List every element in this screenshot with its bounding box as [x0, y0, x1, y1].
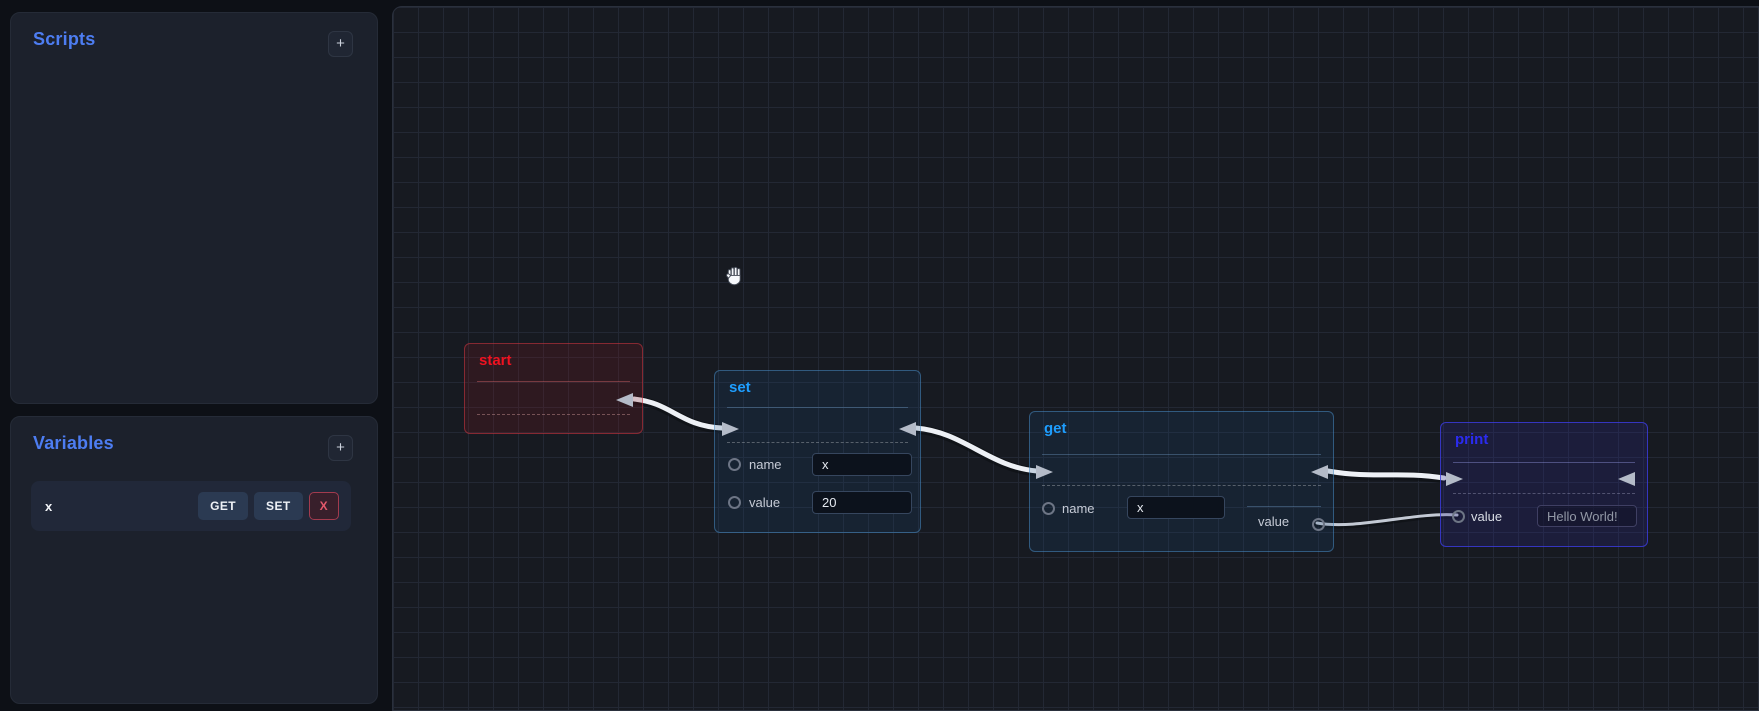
- variable-get-button[interactable]: GET: [198, 492, 249, 520]
- flow-divider: [477, 414, 630, 415]
- node-print-title: print: [1455, 431, 1489, 448]
- flow-in-arrow-icon[interactable]: [1446, 472, 1463, 486]
- wire-get-value-to-print-value: [1315, 513, 1459, 527]
- name-field-label: name: [1062, 501, 1095, 516]
- node-set[interactable]: set name value: [714, 370, 921, 533]
- output-divider: [1247, 506, 1321, 507]
- flow-divider: [727, 442, 908, 443]
- name-field-label: name: [749, 457, 782, 472]
- scripts-title: Scripts: [33, 29, 96, 49]
- name-field-input[interactable]: [812, 453, 912, 476]
- add-variable-button[interactable]: +: [328, 435, 353, 461]
- scripts-panel: Scripts +: [10, 12, 378, 404]
- flow-divider: [1453, 493, 1635, 494]
- variable-actions: GET SET X: [198, 492, 339, 520]
- variables-panel: Variables + x GET SET X: [10, 416, 378, 704]
- value-output-label: value: [1258, 514, 1290, 529]
- value-field-label: value: [749, 495, 781, 510]
- node-start-title: start: [479, 352, 512, 369]
- flow-out-arrow-icon[interactable]: [1311, 465, 1328, 479]
- name-input-port[interactable]: [728, 458, 741, 471]
- wire-set-to-get: [913, 425, 1040, 474]
- wire-start-to-set: [631, 396, 725, 431]
- value-field-label: value: [1471, 509, 1503, 524]
- variable-name: x: [45, 498, 53, 514]
- value-field-input[interactable]: [1537, 505, 1637, 527]
- flow-in-arrow-icon[interactable]: [722, 422, 739, 436]
- node-get[interactable]: get name value: [1029, 411, 1334, 552]
- flow-out-arrow-icon[interactable]: [899, 422, 916, 436]
- node-set-title: set: [729, 379, 751, 396]
- title-divider: [1042, 454, 1321, 455]
- add-script-button[interactable]: +: [328, 31, 353, 57]
- name-input-port[interactable]: [1042, 502, 1055, 515]
- variable-set-button[interactable]: SET: [254, 492, 303, 520]
- node-editor-canvas[interactable]: start set name value get: [392, 6, 1759, 711]
- node-get-title: get: [1044, 420, 1067, 437]
- value-output-port[interactable]: [1312, 518, 1325, 531]
- value-input-port[interactable]: [1452, 510, 1465, 523]
- title-divider: [727, 407, 908, 408]
- open-hand-cursor-icon: [725, 265, 746, 293]
- flow-divider: [1042, 485, 1321, 486]
- flow-out-arrow-icon[interactable]: [1618, 472, 1635, 486]
- variables-title: Variables: [33, 433, 114, 453]
- variable-row: x GET SET X: [31, 481, 351, 531]
- title-divider: [1453, 462, 1635, 463]
- scripts-panel-header: Scripts +: [11, 13, 377, 65]
- value-field-input[interactable]: [812, 491, 912, 514]
- value-input-port[interactable]: [728, 496, 741, 509]
- variables-panel-header: Variables +: [11, 417, 377, 469]
- variable-delete-button[interactable]: X: [308, 492, 339, 520]
- title-divider: [477, 381, 630, 382]
- node-print[interactable]: print value: [1440, 422, 1648, 547]
- flow-in-arrow-icon[interactable]: [1036, 465, 1053, 479]
- wire-get-to-print: [1325, 468, 1447, 481]
- name-field-input[interactable]: [1127, 496, 1225, 519]
- node-start[interactable]: start: [464, 343, 643, 434]
- flow-out-arrow-icon[interactable]: [616, 393, 633, 407]
